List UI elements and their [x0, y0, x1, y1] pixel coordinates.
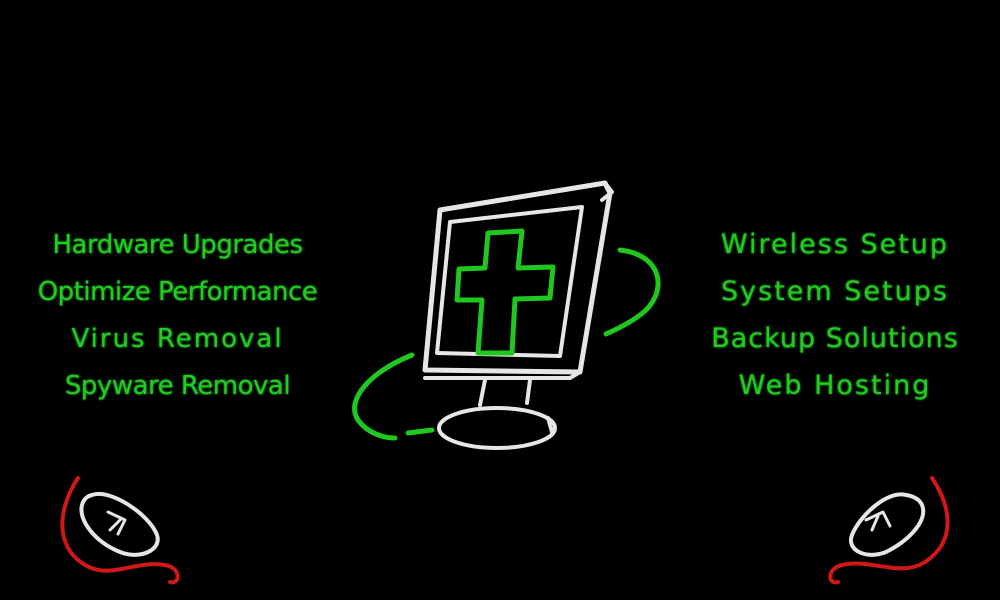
monitor-screen	[435, 205, 584, 358]
monitor-with-plus-icon	[352, 180, 661, 450]
mouse-icon-left	[60, 476, 180, 585]
plus-icon	[454, 228, 556, 356]
monitor-base-lip	[546, 416, 554, 434]
monitor-base	[437, 406, 557, 450]
service-wireless-setup: Wireless Setup	[720, 229, 950, 260]
mouse-cable-right	[828, 476, 950, 585]
monitor-outer-frame	[422, 180, 613, 375]
service-web-hosting: Web Hosting	[738, 370, 932, 401]
service-spyware-removal: Spyware Removal	[64, 371, 291, 401]
service-hardware-upgrades: Hardware Upgrades	[52, 230, 303, 260]
services-left-list: Hardware Upgrades Optimize Performance V…	[20, 225, 335, 413]
service-backup-solutions: Backup Solutions	[711, 323, 959, 354]
mouse-body-right	[848, 492, 926, 557]
service-virus-removal: Virus Removal	[71, 324, 284, 354]
monitor-bezel-depth	[423, 181, 614, 380]
service-system-setups: System Setups	[721, 276, 949, 307]
mouse-button-left	[106, 510, 127, 536]
mouse-body-left	[79, 491, 160, 557]
service-optimize-performance: Optimize Performance	[37, 277, 318, 307]
orbit-arc-right	[603, 247, 661, 337]
monitor-neck	[478, 378, 532, 407]
mouse-icon-right	[828, 476, 950, 585]
orbit-arc-left	[352, 352, 415, 441]
orbit-dash	[405, 427, 435, 436]
services-right-list: Wireless Setup System Setups Backup Solu…	[690, 225, 980, 413]
mouse-button-right	[864, 510, 892, 532]
mouse-cable-left	[60, 476, 180, 585]
